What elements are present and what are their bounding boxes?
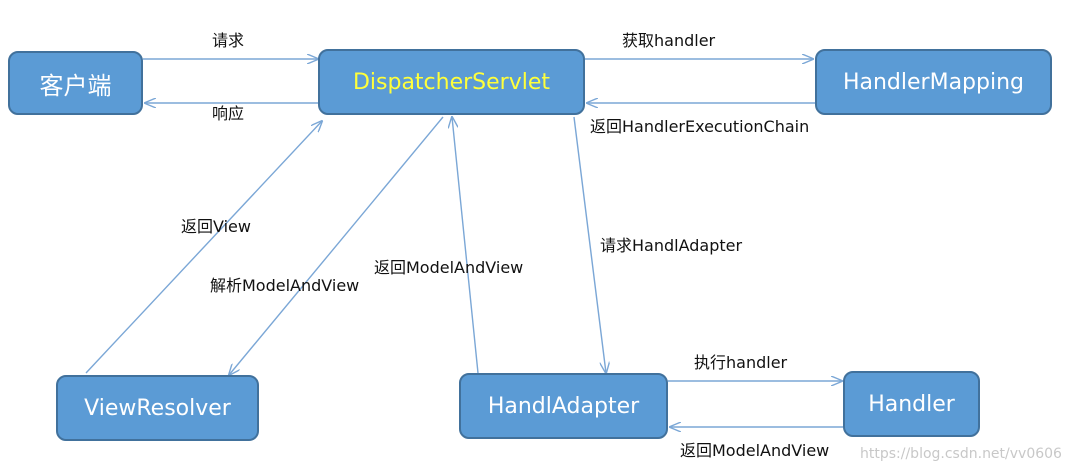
parse-mav-label: 解析ModelAndView — [210, 276, 360, 295]
return-mav-to-dispatcher-label: 返回ModelAndView — [374, 258, 524, 277]
return-chain-label: 返回HandlerExecutionChain — [590, 117, 810, 136]
client-node: 客户端 — [8, 51, 143, 115]
arrow-return-view — [85, 121, 322, 374]
handl-adapter-node: HandlAdapter — [459, 373, 668, 439]
handler-node: Handler — [843, 371, 980, 437]
get-handler-label: 获取handler — [622, 31, 716, 50]
response-label: 响应 — [212, 104, 245, 123]
view-resolver-node: ViewResolver — [56, 375, 259, 441]
arrow-request-adapter — [573, 116, 606, 373]
request-label: 请求 — [212, 31, 245, 50]
execute-handler-label: 执行handler — [694, 353, 788, 372]
request-adapter-label: 请求HandlAdapter — [600, 236, 743, 255]
arrow-parse-mav — [229, 116, 444, 375]
watermark-text: https://blog.csdn.net/vv0606 — [860, 446, 1062, 462]
return-view-label: 返回View — [181, 217, 251, 236]
dispatcher-servlet-node: DispatcherServlet — [318, 49, 585, 115]
return-mav-from-handler-label: 返回ModelAndView — [680, 441, 830, 460]
arrow-return-mav-to-dispatcher — [452, 117, 479, 374]
handler-mapping-node: HandlerMapping — [815, 49, 1052, 115]
